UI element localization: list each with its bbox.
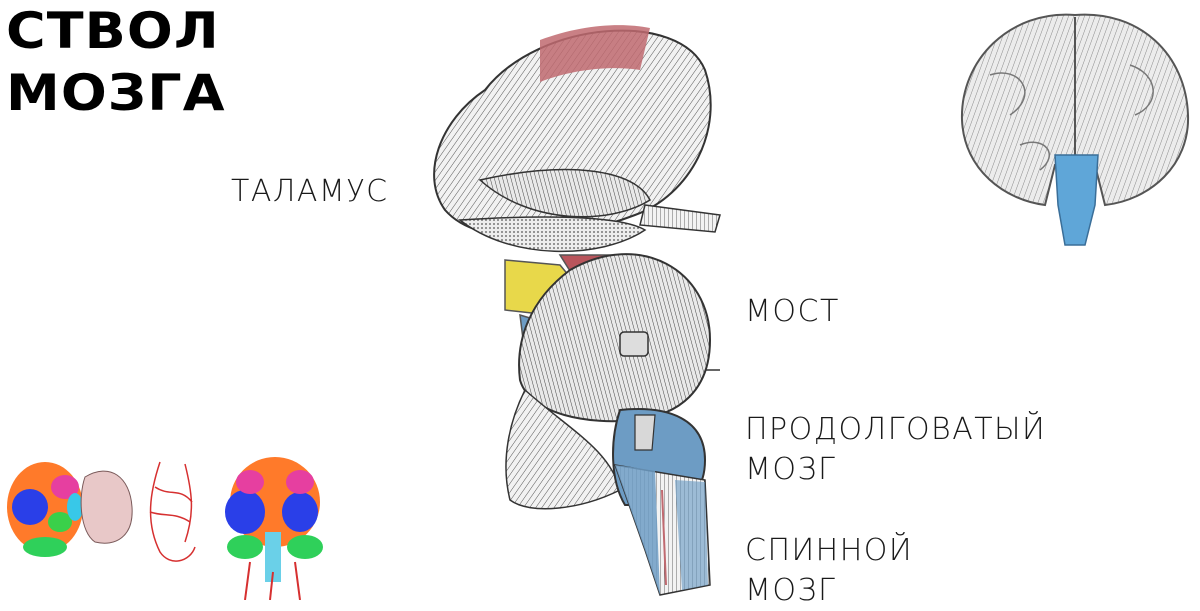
label-spinal-cord: СПИННОЙ МОЗГ [745, 531, 913, 611]
thalamus-region [433, 25, 721, 253]
label-medulla-line-1: ПРОДОЛГОВАТЫЙ [745, 412, 1047, 447]
label-medulla: ПРОДОЛГОВАТЫЙ МОЗГ [745, 410, 1046, 490]
spinal-cord-region [613, 464, 711, 596]
label-pons: МОСТ [745, 294, 840, 329]
label-spinal-line-2: МОЗГ [745, 573, 837, 608]
label-thalamus: ТАЛАМУС [231, 174, 389, 209]
title-line-2: МОЗГА [6, 64, 226, 122]
peduncle-region [505, 388, 621, 510]
brain-models-image [7, 457, 323, 600]
label-spinal-line-1: СПИННОЙ [745, 533, 914, 568]
colored-brain-model-left [7, 462, 83, 557]
vascular-model [149, 461, 196, 562]
label-medulla-line-2: МОЗГ [745, 452, 837, 487]
colored-brain-model-right [225, 457, 323, 600]
brain-thumbnail-image [960, 13, 1190, 246]
pink-tissue-model [80, 470, 133, 544]
brainstem-illustration [433, 25, 721, 596]
page-title: СТВОЛ МОЗГА [6, 0, 226, 124]
title-line-1: СТВОЛ [6, 2, 220, 60]
